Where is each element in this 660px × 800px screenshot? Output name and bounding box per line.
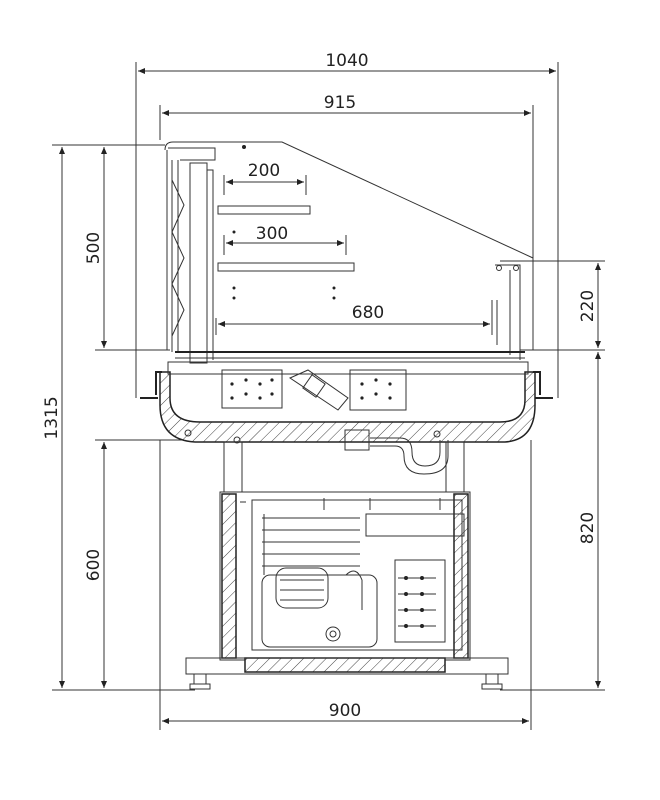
dimension-deck: 680	[215, 300, 493, 335]
dim-label-600: 600	[84, 549, 104, 581]
dimension-left-upper: 500	[84, 147, 170, 351]
dim-label-300: 300	[256, 224, 288, 244]
dimension-top-inner: 915	[159, 93, 534, 260]
dim-label-1315: 1315	[42, 396, 62, 439]
dimension-left-lower: 600	[84, 439, 230, 688]
dim-label-915: 915	[324, 93, 356, 113]
dim-label-200: 200	[248, 161, 280, 181]
dim-label-1040: 1040	[325, 51, 368, 71]
dim-label-220: 220	[578, 290, 598, 322]
dimension-shelf-upper: 200	[223, 161, 307, 195]
dim-label-900: 900	[329, 701, 361, 721]
dimension-shelf-lower: 300	[223, 224, 347, 255]
dimension-right-lower: 820	[500, 352, 605, 691]
dimension-right-upper: 220	[500, 260, 605, 351]
dimension-bottom-width: 900	[159, 440, 532, 730]
cabinet-tub	[140, 361, 553, 475]
dimension-top-overall: 1040	[135, 51, 559, 398]
dim-label-820: 820	[578, 512, 598, 544]
dim-label-500: 500	[84, 232, 104, 264]
refrigeration-unit	[240, 498, 465, 651]
dimension-left-total: 1315	[42, 144, 195, 691]
display-cabinet-upper	[164, 141, 534, 364]
dim-label-680: 680	[352, 303, 384, 323]
